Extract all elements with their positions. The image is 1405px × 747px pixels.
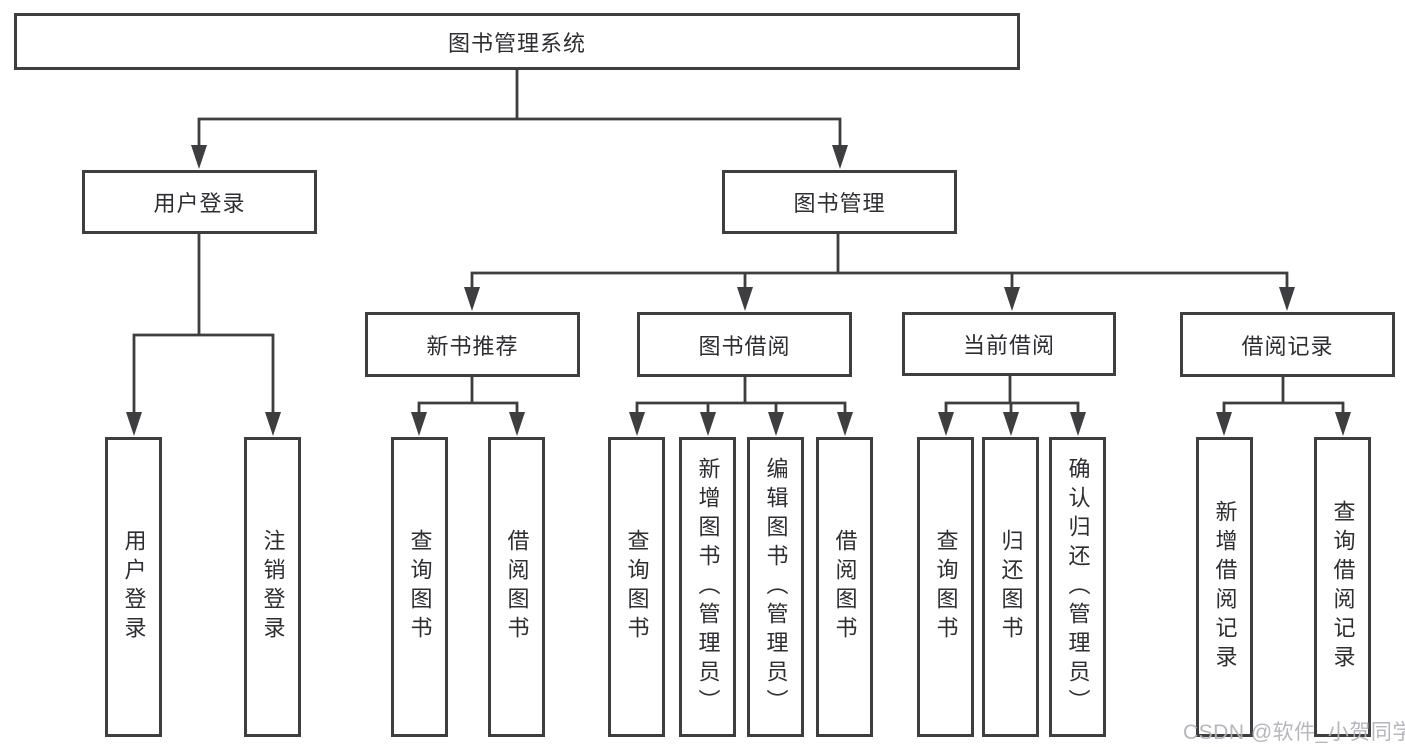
leaf-borrow-books-recommend: 借阅图书 bbox=[488, 437, 545, 737]
leaf-add-books-admin: 新增图书（管理员） bbox=[679, 437, 736, 737]
leaf-add-borrow-record: 新增借阅记录 bbox=[1196, 437, 1253, 737]
node-user-login: 用户登录 bbox=[82, 170, 317, 234]
node-book-management: 图书管理 bbox=[722, 170, 957, 234]
leaf-query-books-current: 查询图书 bbox=[917, 437, 974, 737]
leaf-query-books-borrowing: 查询图书 bbox=[608, 437, 665, 737]
leaf-user-login: 用户登录 bbox=[105, 437, 162, 737]
node-book-borrowing: 图书借阅 bbox=[637, 312, 852, 377]
node-borrowing-records: 借阅记录 bbox=[1180, 312, 1395, 377]
leaf-query-books-recommend: 查询图书 bbox=[391, 437, 448, 737]
leaf-return-books: 归还图书 bbox=[982, 437, 1039, 737]
leaf-confirm-return-admin: 确认归还（管理员） bbox=[1049, 437, 1106, 737]
leaf-query-borrow-record: 查询借阅记录 bbox=[1314, 437, 1371, 737]
leaf-borrow-books: 借阅图书 bbox=[816, 437, 873, 737]
leaf-logout: 注销登录 bbox=[244, 437, 301, 737]
node-current-borrowing: 当前借阅 bbox=[902, 312, 1116, 376]
node-new-book-recommend: 新书推荐 bbox=[365, 312, 580, 377]
node-root-system: 图书管理系统 bbox=[14, 13, 1020, 70]
leaf-edit-books-admin: 编辑图书（管理员） bbox=[747, 437, 804, 737]
csdn-watermark: CSDN @软件_小贺同学 bbox=[1183, 721, 1405, 744]
arrowheads bbox=[126, 145, 1351, 436]
